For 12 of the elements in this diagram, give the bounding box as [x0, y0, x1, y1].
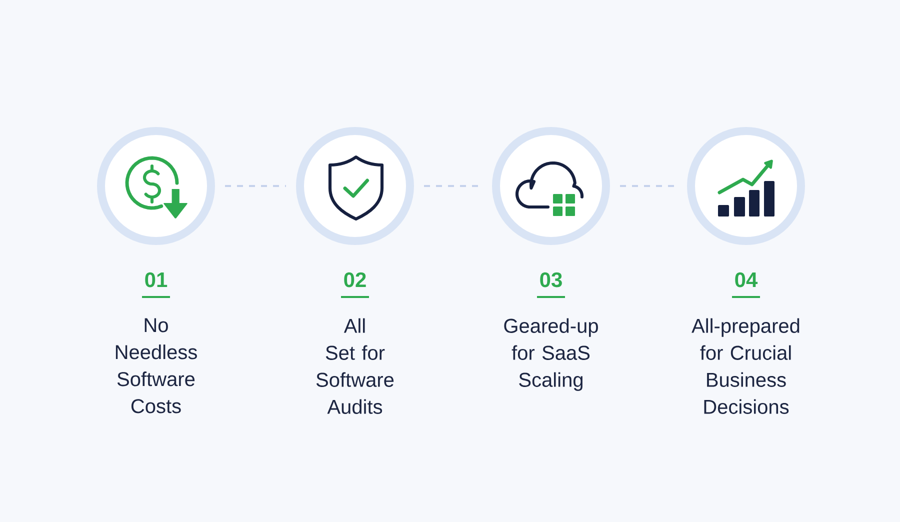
- step-description: No Needless Software Costs: [116, 318, 197, 414]
- step-number: 04: [735, 272, 758, 288]
- step-number: 03: [540, 272, 562, 288]
- ring-circle: [296, 127, 414, 245]
- ring-circle: [492, 127, 610, 245]
- step-number: 01: [145, 272, 168, 288]
- step-description: Geared-up for SaaS Scaling: [504, 318, 598, 391]
- step-description: All-prepared for Crucial Business Decisions: [692, 318, 800, 414]
- ring-circle: [687, 127, 805, 245]
- ring-circle: [97, 127, 215, 245]
- step-number: 02: [344, 272, 366, 288]
- step-description: All Set for Software Audits: [316, 318, 394, 414]
